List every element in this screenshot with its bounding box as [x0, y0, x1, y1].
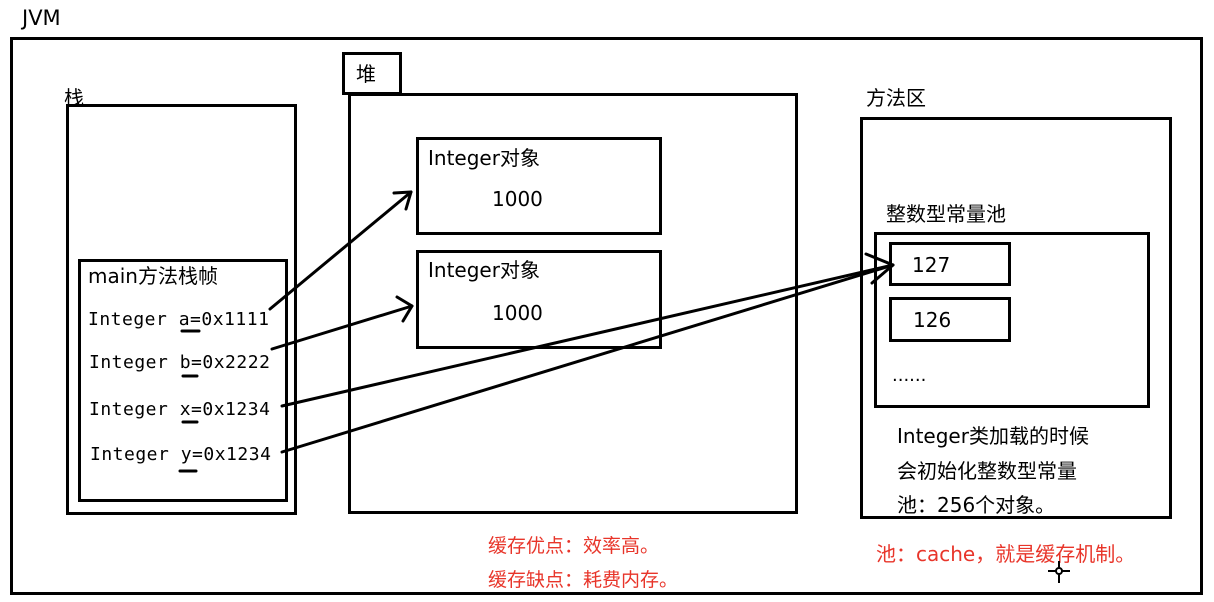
jvm-container [10, 37, 1203, 595]
arrow-a-to-object-1-head [392, 190, 413, 211]
stack-var-a: Integer a=0x1111 [88, 309, 270, 330]
arrow-b-to-object-2 [270, 304, 414, 351]
pool-item-126-value: 126 [913, 308, 952, 332]
arrow-b-to-object-2-head [395, 295, 414, 323]
method-area-desc-2: 会初始化整数型常量 [897, 459, 1077, 483]
method-area-desc-1: Integer类加载的时候 [897, 424, 1089, 448]
main-stack-frame [78, 259, 288, 502]
pool-item-126 [889, 297, 1011, 342]
stack-var-b: Integer b=0x2222 [89, 352, 271, 373]
heap-note-1: 缓存优点：效率高。 [488, 535, 660, 557]
arrow-y-to-127 [280, 263, 895, 454]
stack-box [66, 104, 297, 515]
pool-item-127-value: 127 [912, 253, 951, 277]
heap-label: 堆 [356, 62, 376, 86]
heap-box [348, 93, 798, 514]
heap-object-1-value: 1000 [492, 187, 543, 211]
method-area-box [860, 117, 1172, 519]
heap-object-1-title: Integer对象 [428, 146, 540, 170]
crosshair-cursor-icon [1048, 561, 1070, 583]
heap-object-2-value: 1000 [492, 301, 543, 325]
cache-note: 池：cache，就是缓存机制。 [876, 542, 1136, 566]
heap-note-2: 缓存缺点：耗费内存。 [488, 569, 679, 591]
heap-object-1 [416, 137, 662, 235]
stack-var-y: Integer y=0x1234 [90, 444, 272, 465]
heap-object-2-title: Integer对象 [428, 258, 540, 282]
stack-var-x: Integer x=0x1234 [89, 399, 271, 420]
method-area-label: 方法区 [866, 86, 926, 110]
pool-title: 整数型常量池 [886, 202, 1006, 226]
frame-title: main方法栈帧 [88, 264, 218, 288]
arrow-x-to-127 [280, 263, 895, 408]
jvm-label: JVM [22, 6, 61, 30]
integer-constant-pool [874, 232, 1150, 408]
method-area-desc-3: 池：256个对象。 [897, 493, 1056, 517]
pool-ellipsis: ...... [892, 365, 927, 386]
arrow-to-127-head [864, 252, 895, 285]
arrow-a-to-object-1 [268, 190, 413, 311]
